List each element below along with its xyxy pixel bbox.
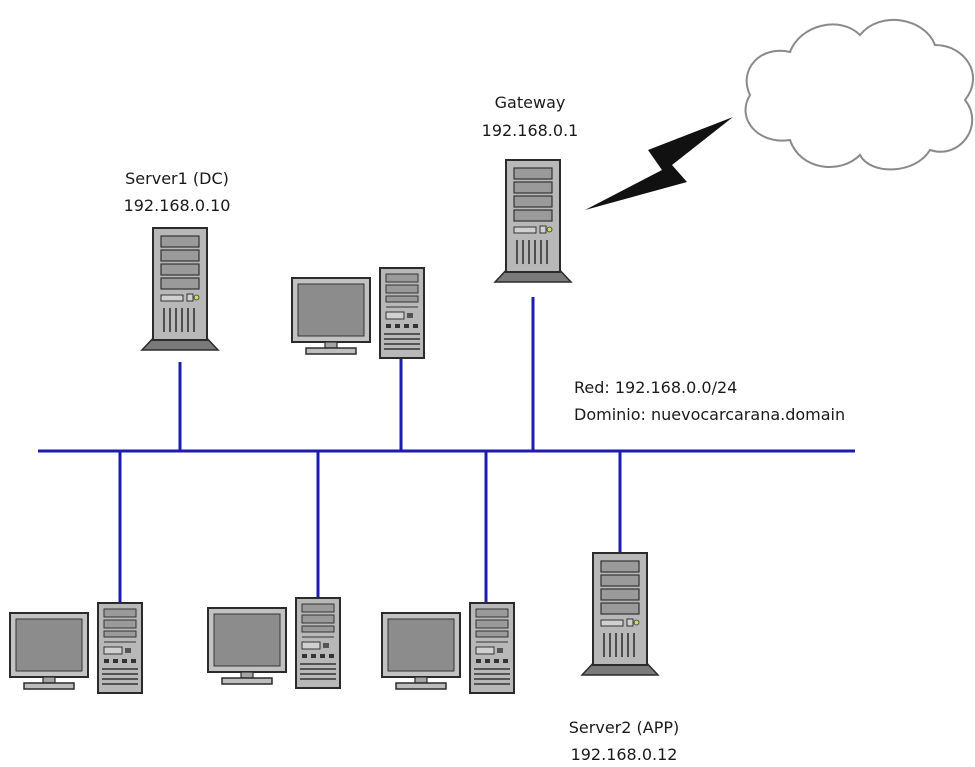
server2-name: Server2 (APP) bbox=[569, 718, 679, 737]
network-red: Red: 192.168.0.0/24 bbox=[574, 378, 737, 397]
server1-name: Server1 (DC) bbox=[125, 169, 229, 188]
cloud-icon bbox=[744, 19, 975, 171]
workstation-icon bbox=[207, 597, 341, 689]
server2-ip: 192.168.0.12 bbox=[571, 745, 678, 764]
gateway-ip: 192.168.0.1 bbox=[482, 121, 579, 140]
workstation-icon bbox=[381, 602, 515, 694]
gateway-name: Gateway bbox=[495, 93, 566, 112]
network-domain: Dominio: nuevocarcarana.domain bbox=[574, 405, 845, 424]
server1-ip: 192.168.0.10 bbox=[124, 196, 231, 215]
workstation-icon bbox=[291, 267, 425, 359]
workstation-icon bbox=[9, 602, 143, 694]
lightning-icon bbox=[585, 117, 733, 210]
network-bus bbox=[38, 297, 855, 603]
server1-tower-icon bbox=[141, 227, 219, 351]
gateway-tower-icon bbox=[494, 159, 572, 283]
server2-tower-icon bbox=[581, 552, 659, 676]
